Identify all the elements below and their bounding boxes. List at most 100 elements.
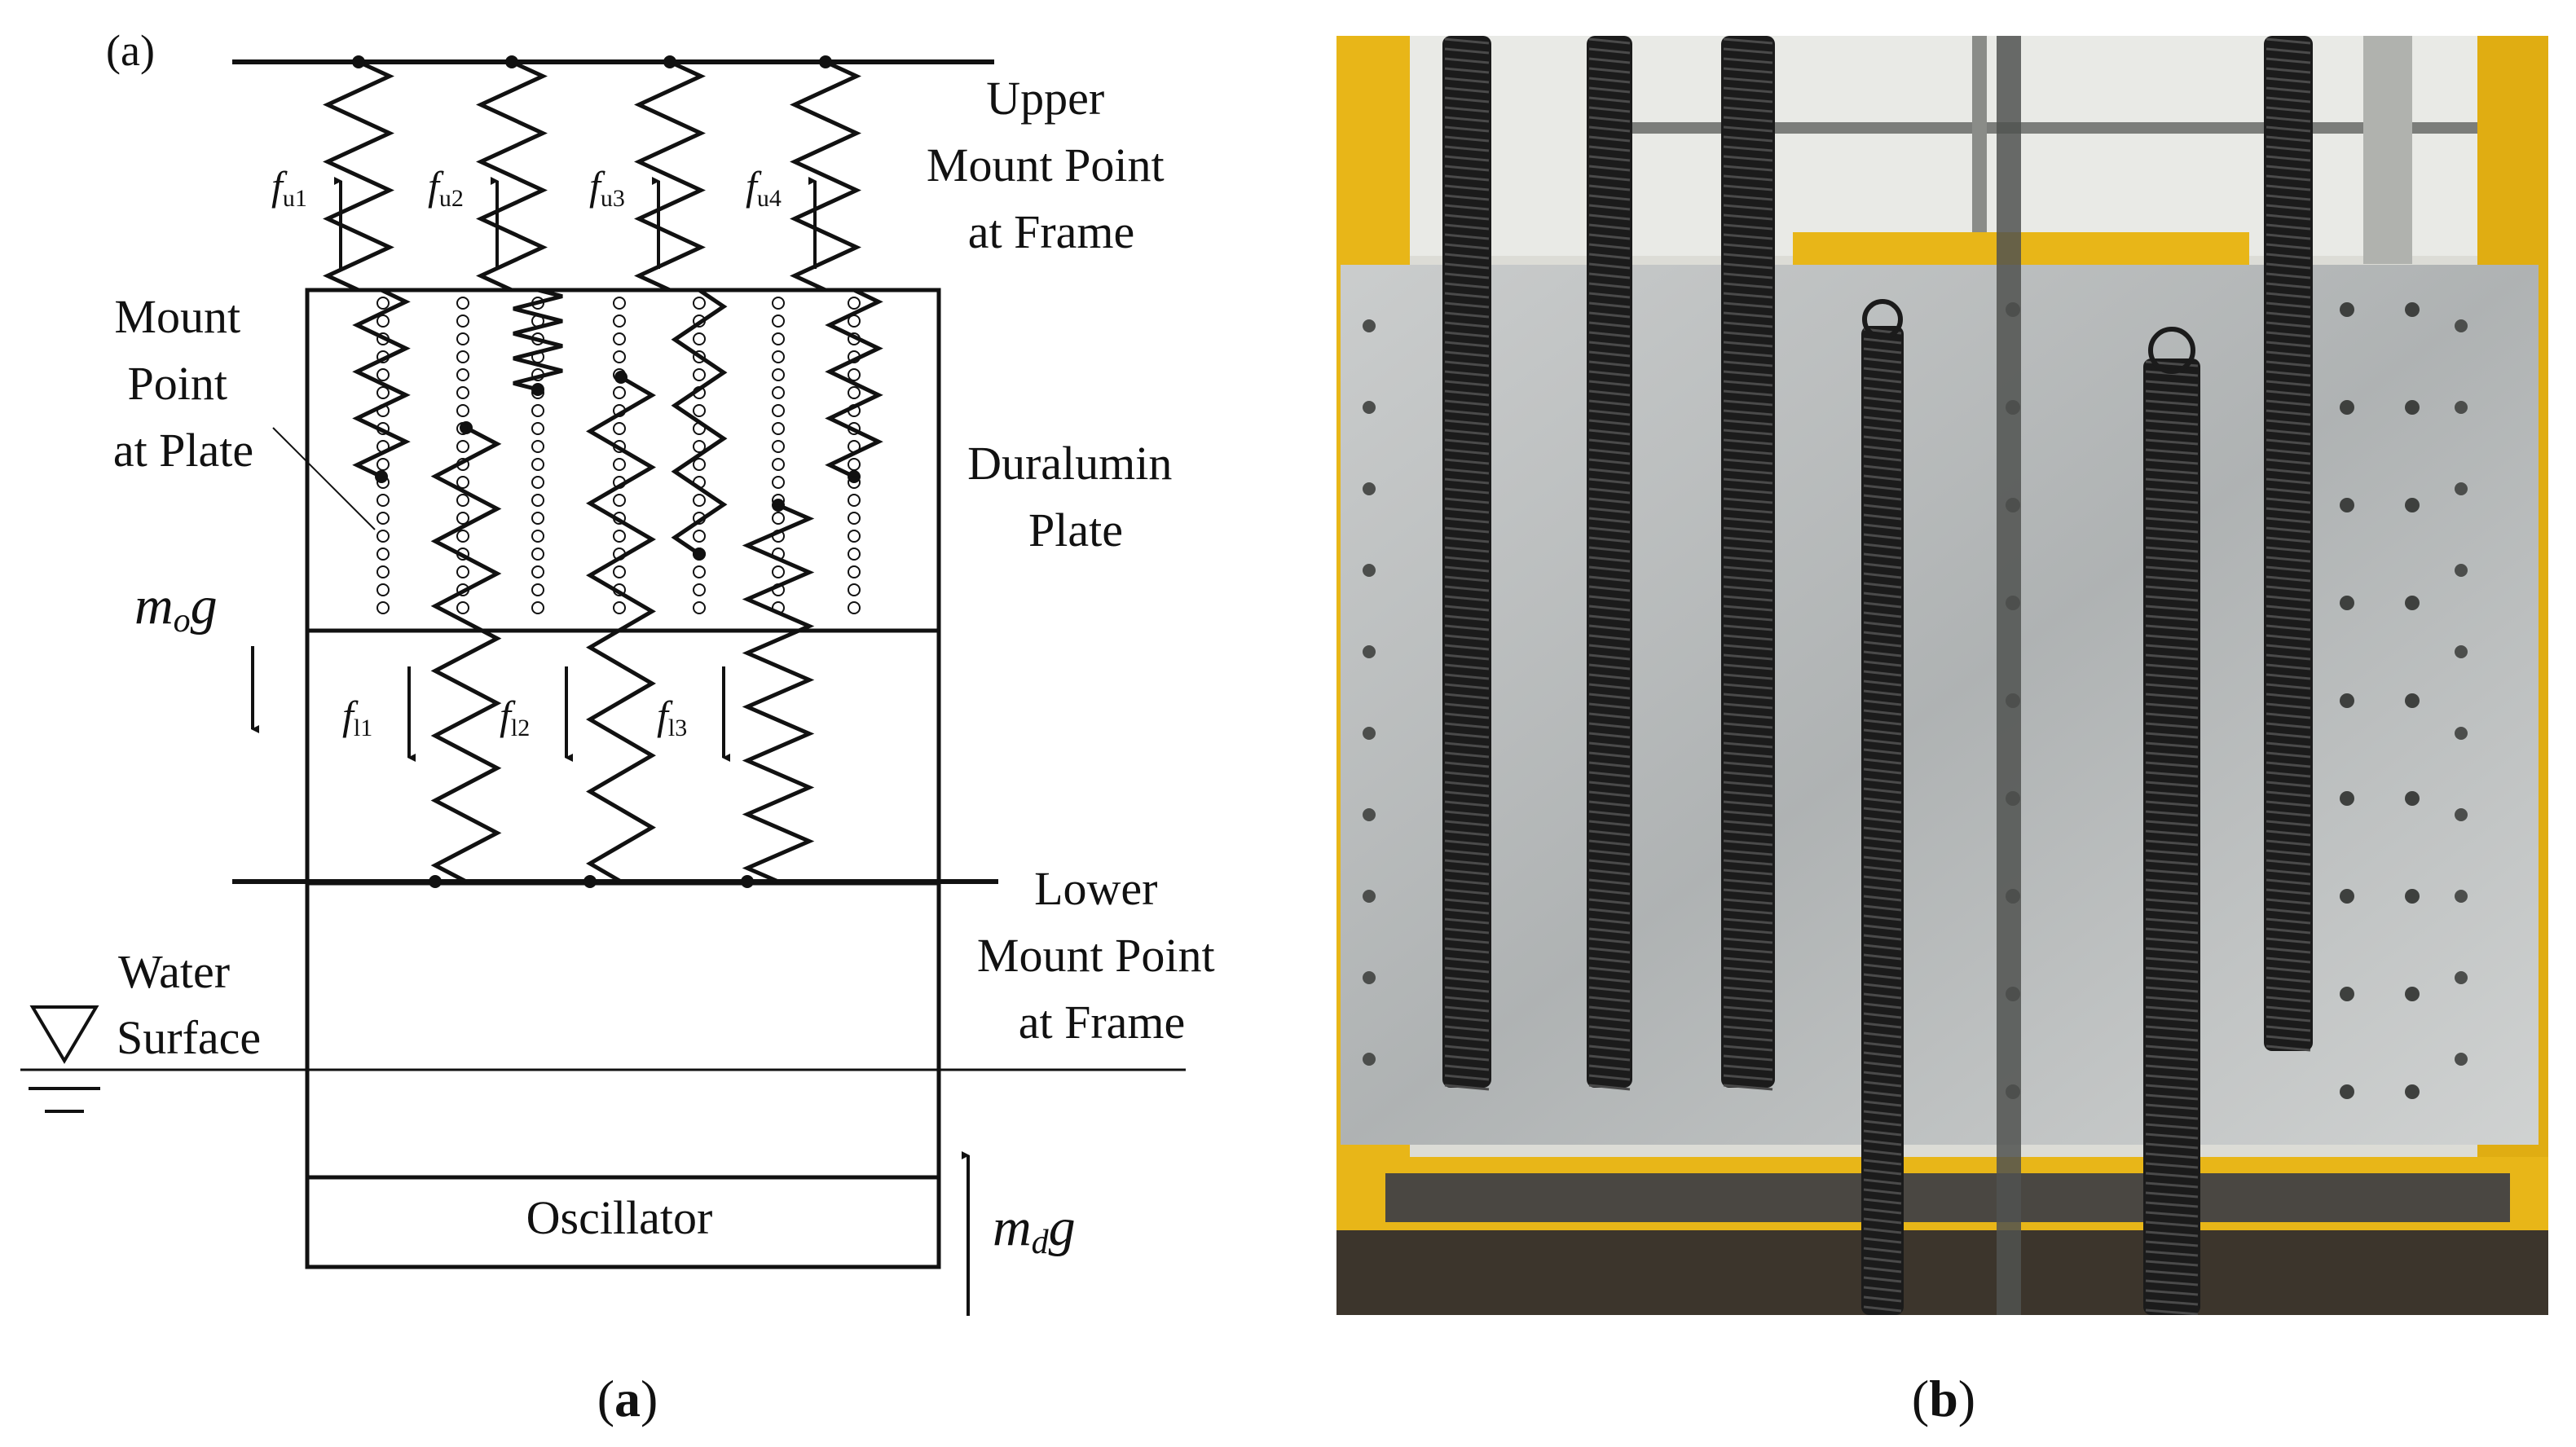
photo-hole [2340,596,2354,610]
plate-hole [456,458,469,471]
photo-hole [1363,564,1376,577]
photo-springs [1442,36,2313,1315]
plate-hole [848,458,861,471]
plate-hole [693,476,706,489]
plate-hole [376,332,390,345]
plate-hole [376,314,390,328]
plate-hole [848,350,861,363]
upper-spring [323,59,394,292]
plate-hole [456,332,469,345]
plate-hole [376,422,390,435]
upper-anchor-dot [505,55,518,68]
photo-hole [2405,302,2420,317]
plate-hole [693,404,706,417]
upper-force-label: fu3 [589,163,625,212]
photo-spring [1442,36,1491,1091]
lower-spring [586,375,656,884]
plate-hole [376,297,390,310]
lower-anchor-dot [741,875,754,888]
plate-hole [693,350,706,363]
upper-mount-label: Upper Mount Point at Frame [927,72,1176,258]
plate-hole [376,368,390,381]
photo-center-rod [1997,36,2021,1315]
photo-hole [2405,791,2420,806]
plate-hole [531,512,544,525]
plate-hole [456,601,469,614]
plate-hole [693,332,706,345]
plate-hole [693,368,706,381]
plate-hole [613,350,626,363]
plate-hole [613,565,626,578]
photo-hole [2340,400,2354,415]
plate-hole [456,404,469,417]
plate-hole [376,404,390,417]
plate-hole [848,565,861,578]
plate-hole [772,476,785,489]
photo-hole [2455,564,2468,577]
plate-hole [772,440,785,453]
photo-hook [1862,299,1903,340]
photo-hole [2405,987,2420,1001]
plate-hole [693,583,706,596]
plate-hole [531,386,544,399]
upper-anchor-dot [819,55,832,68]
plate-hole [772,512,785,525]
photo-hole [1363,401,1376,414]
plate-hole [848,476,861,489]
plate-hole [772,332,785,345]
plate-hole [456,548,469,561]
plate-hole [456,422,469,435]
photo-hole [2455,808,2468,821]
plate-hole [848,583,861,596]
plate-spring-upper [352,288,411,479]
plate-mount-dot [460,421,473,434]
photo-hole [2405,498,2420,512]
plate-hole [613,494,626,507]
plate-hole [848,530,861,543]
plate-hole [456,440,469,453]
plate-hole [456,494,469,507]
plate-hole [693,422,706,435]
photo-hole [2405,596,2420,610]
caption-a: (a) [597,1370,658,1427]
plate-hole [376,565,390,578]
plate-hole [772,494,785,507]
plate-hole [531,601,544,614]
photo-hole [2340,987,2354,1001]
plate-hole [613,440,626,453]
plate-hole [613,422,626,435]
plate-hole [613,601,626,614]
plate-hole [848,314,861,328]
plate-hole [376,548,390,561]
plate-hole [613,476,626,489]
upper-spring [634,59,706,292]
photo-hole [2340,693,2354,708]
plate-hole [693,601,706,614]
plate-hole [531,368,544,381]
plate-hole [531,422,544,435]
photo-hole [2455,482,2468,495]
plate-spring-upper [513,288,563,392]
plate-hole [376,583,390,596]
oscillator-weight-label: mdg [993,1198,1076,1261]
lower-anchor-dot [583,875,597,888]
plate-hole [613,458,626,471]
photo-hole [2455,319,2468,332]
plate-hole [693,314,706,328]
plate-hole [772,583,785,596]
plate-hole [376,350,390,363]
photo-hole [2455,727,2468,740]
plate-hole [456,583,469,596]
plate-hole [531,530,544,543]
photo-spring [1721,36,1775,1091]
plate-hole [848,440,861,453]
photo-hole [2405,889,2420,904]
photo-hole [2340,1084,2354,1099]
plate-hole [772,458,785,471]
plate-hole [456,314,469,328]
plate-hole [531,314,544,328]
plate-hole [531,458,544,471]
plate-hole [848,368,861,381]
photo-hole [1363,1053,1376,1066]
